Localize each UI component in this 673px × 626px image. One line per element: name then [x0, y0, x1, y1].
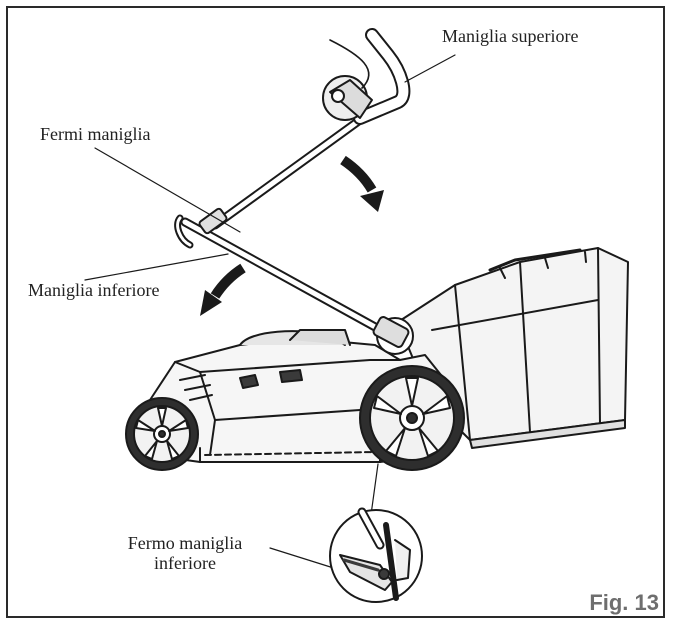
label-lower-handle-lock-line1: Fermo maniglia — [127, 533, 243, 553]
label-handle-locks: Fermi maniglia — [40, 124, 151, 144]
lower-handle — [174, 214, 414, 355]
label-lower-handle-lock: Fermo maniglia inferiore — [110, 533, 260, 573]
label-lower-handle-lock-line2: inferiore — [154, 553, 216, 573]
front-wheel — [125, 397, 199, 471]
label-lower-handle: Maniglia inferiore — [28, 280, 160, 300]
fold-arrow-lower-icon — [200, 263, 246, 316]
rear-wheel — [359, 365, 465, 471]
figure-number-label: Fig. 13 — [589, 590, 659, 615]
fold-arrow-upper-icon — [340, 155, 384, 212]
figure-frame — [6, 6, 665, 618]
label-upper-handle: Maniglia superiore — [442, 26, 579, 46]
detail-inset-lower-handle-lock — [329, 507, 423, 603]
upper-handle — [198, 28, 411, 235]
